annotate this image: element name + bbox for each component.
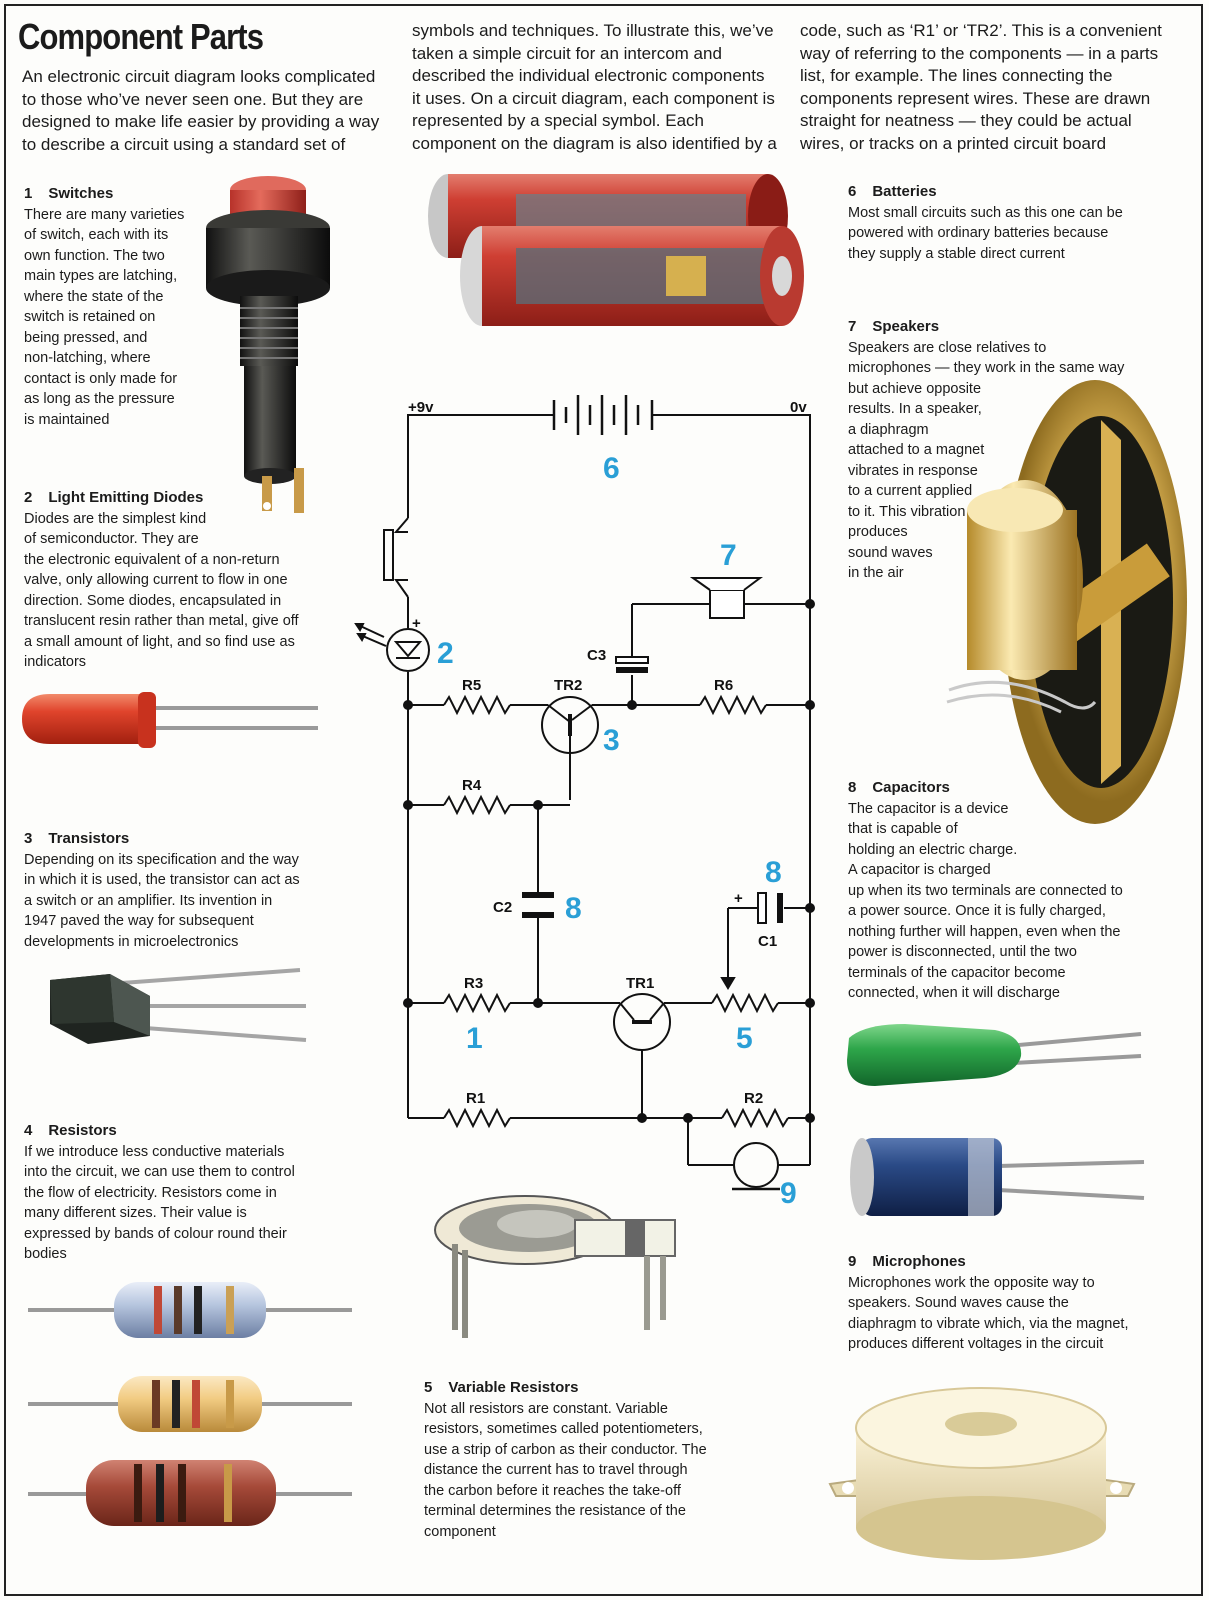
section-title: Microphones [872,1253,966,1270]
intro-column-1: An electronic circuit diagram looks comp… [22,67,380,154]
marker-5: 5 [736,1022,753,1055]
rail-positive-label: +9v [408,399,434,416]
r3-label: R3 [464,975,483,992]
section-title: Switches [48,185,114,202]
section-number: 9 [848,1253,857,1270]
resistors-illustration [28,1282,352,1526]
section-number: 3 [24,830,33,847]
section-speakers: 7 Speakers Speakers are close relatives t… [848,317,1168,584]
r5-label: R5 [462,677,481,694]
section-text: Microphones work the opposite way to spe… [848,1274,1129,1353]
electrolytic-capacitor-illustration [850,1138,1145,1216]
section-capacitors: 8 Capacitors The capacitor is a device th… [848,778,1168,1004]
led-plus-label: + [412,615,421,632]
ceramic-capacitor-illustration [847,1024,1142,1086]
section-number: 5 [424,1379,433,1396]
microphone-illustration [828,1387,1136,1560]
r4-label: R4 [462,777,482,794]
r6-label: R6 [714,677,733,694]
section-leds: 2 Light Emitting Diodes Diodes are the si… [24,488,324,673]
section-microphones: 9 Microphones Microphones work the opposi… [848,1252,1168,1355]
section-number: 4 [24,1122,33,1139]
tr2-label: TR2 [554,677,582,694]
marker-3: 3 [603,724,620,757]
marker-6: 6 [603,452,620,485]
section-text: The capacitor is a device that is capabl… [848,800,1123,1002]
transistor-illustration [50,968,307,1044]
section-title: Resistors [48,1122,117,1139]
c1-label: C1 [758,933,777,950]
c1-plus-label: + [734,890,743,907]
marker-9: 9 [780,1177,797,1210]
batteries-illustration [428,174,804,326]
section-variable-resistors: 5 Variable Resistors Not all resistors ar… [424,1378,754,1542]
marker-1: 1 [466,1022,483,1055]
tr1-label: TR1 [626,975,654,992]
section-number: 2 [24,489,33,506]
section-title: Batteries [872,183,937,200]
section-title: Capacitors [872,779,950,796]
intro-column-3: code, such as ‘R1’ or ‘TR2’. This is a c… [800,21,1162,153]
section-title: Transistors [48,830,130,847]
section-text: Speakers are close relatives to micropho… [848,339,1125,582]
marker-7: 7 [720,539,737,572]
marker-8-c1: 8 [765,856,782,889]
section-switches: 1 Switches There are many varieties of sw… [24,184,214,430]
led-illustration [22,692,318,748]
page-title: Component Parts [18,16,264,57]
section-title: Speakers [872,318,940,335]
variable-resistor-illustration [434,1195,676,1338]
push-switch-illustration [206,176,330,513]
section-text: Diodes are the simplest kind of semicond… [24,510,299,671]
c3-label: C3 [587,647,606,664]
section-number: 7 [848,318,857,335]
section-number: 8 [848,779,857,796]
section-number: 6 [848,183,857,200]
section-title: Variable Resistors [448,1379,579,1396]
section-title: Light Emitting Diodes [48,489,204,506]
r2-label: R2 [744,1090,763,1107]
intro-column-2: symbols and techniques. To illustrate th… [412,21,777,153]
section-batteries: 6 Batteries Most small circuits such as t… [848,182,1168,264]
section-transistors: 3 Transistors Depending on its specificat… [24,829,344,952]
marker-8-c2: 8 [565,892,582,925]
r1-label: R1 [466,1090,485,1107]
rail-negative-label: 0v [790,399,807,416]
speaker-illustration [946,380,1187,824]
section-number: 1 [24,185,33,202]
c2-label: C2 [493,899,512,916]
section-text: Not all resistors are constant. Variable… [424,1400,707,1540]
circuit-diagram: +9v 0v + R5 TR2 R6 C3 R4 C2 C1 + R3 TR1 … [354,395,815,1210]
section-text: Depending on its specification and the w… [24,851,300,950]
marker-2: 2 [437,637,454,670]
section-resistors: 4 Resistors If we introduce less conducti… [24,1121,344,1265]
page-frame [4,4,1203,1596]
section-text: There are many varieties of switch, each… [24,206,185,428]
section-text: Most small circuits such as this one can… [848,204,1123,262]
section-text: If we introduce less conductive material… [24,1143,295,1263]
